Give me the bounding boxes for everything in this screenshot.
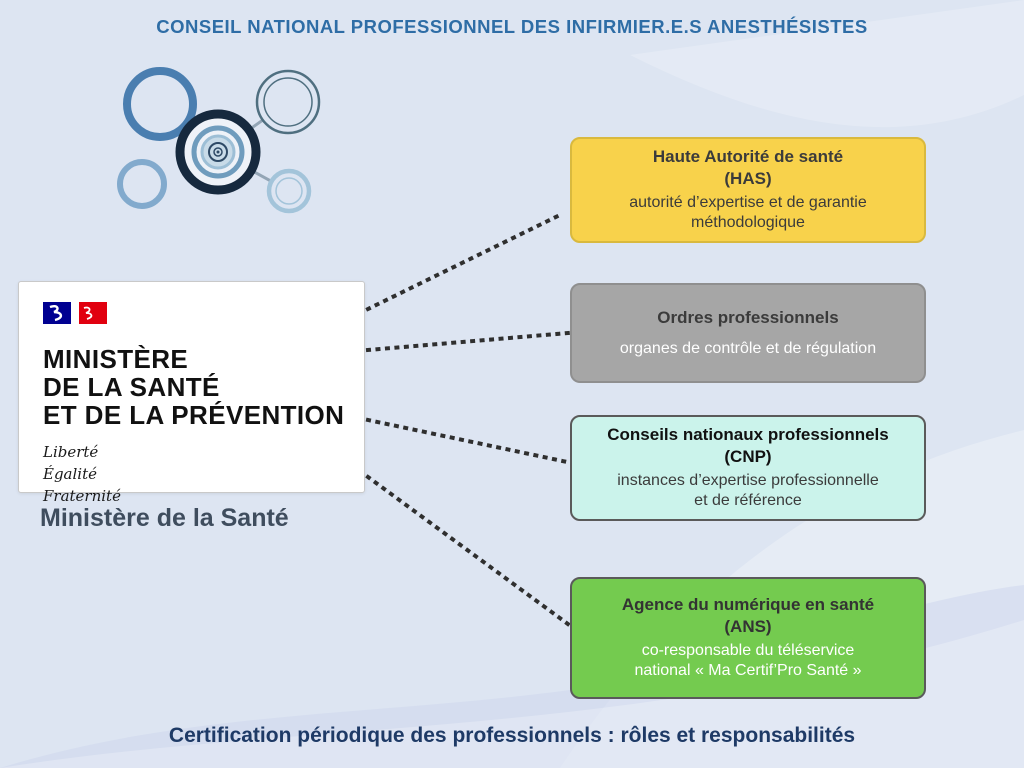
ministry-card: MINISTÈRE DE LA SANTÉ ET DE LA PRÉVENTIO… xyxy=(18,281,365,505)
french-flag-icon xyxy=(43,302,107,324)
connector-to-ordres xyxy=(365,330,571,353)
connector-to-has xyxy=(365,211,565,312)
box-ordres-title: Ordres professionnels xyxy=(657,307,839,327)
logo-center-spiral xyxy=(175,109,261,195)
connector-to-ans xyxy=(365,474,575,630)
box-cnp-description: instances d’expertise professionnelle et… xyxy=(617,471,879,510)
page-title: CONSEIL NATIONAL PROFESSIONNEL DES INFIR… xyxy=(156,16,868,37)
box-cnp-title: Conseils nationaux professionnels (CNP) xyxy=(607,425,889,467)
cnpia-logo xyxy=(117,67,321,214)
box-has: Haute Autorité de santé (HAS) autorité d… xyxy=(570,137,926,243)
logo-ring-bottom-left xyxy=(117,159,167,209)
ministry-motto: Liberté Égalité Fraternité xyxy=(43,443,121,505)
logo-ring-top-left xyxy=(123,67,197,141)
connector-to-cnp xyxy=(365,417,575,466)
box-ans-title: Agence du numérique en santé (ANS) xyxy=(621,595,875,637)
logo-ring-bottom-right xyxy=(266,168,312,214)
ministry-caption: Ministère de la Santé xyxy=(40,504,289,532)
box-cnp: Conseils nationaux professionnels (CNP) … xyxy=(570,415,926,521)
box-ans-description: co-responsable du téléservice national «… xyxy=(634,641,862,680)
logo-ring-top-right xyxy=(255,69,321,135)
box-ans: Agence du numérique en santé (ANS) co-re… xyxy=(570,577,926,699)
slide-title: Certification périodique des professionn… xyxy=(168,724,856,747)
box-has-title: Haute Autorité de santé (HAS) xyxy=(652,147,844,189)
box-ordres-description: organes de contrôle et de régulation xyxy=(619,339,877,357)
box-has-description: autorité d’expertise et de garantie méth… xyxy=(629,193,867,232)
box-ordres: Ordres professionnels organes de contrôl… xyxy=(570,283,926,383)
ministry-name: MINISTÈRE DE LA SANTÉ ET DE LA PRÉVENTIO… xyxy=(43,344,345,431)
